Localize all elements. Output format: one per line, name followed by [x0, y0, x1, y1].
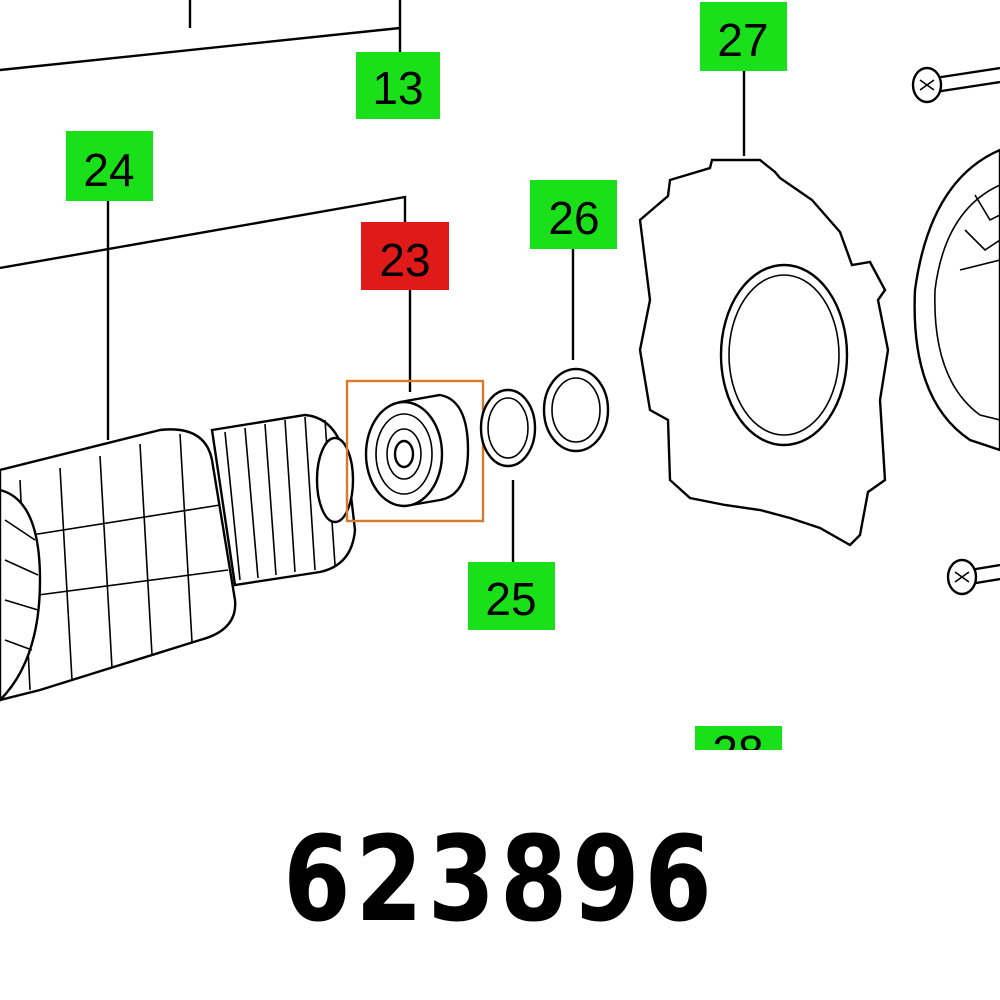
- motor-housing: [913, 148, 1000, 452]
- washer-26: [542, 367, 610, 453]
- callout-24-box: [66, 131, 153, 201]
- callout-28-box: [695, 726, 782, 750]
- armature-rotor: [0, 413, 357, 702]
- callout-26-box: [530, 180, 617, 249]
- baffle-plate-27: [638, 158, 890, 547]
- callout-13[interactable]: 13: [356, 52, 440, 119]
- screw-top: [911, 66, 1000, 104]
- callout-25[interactable]: 25: [468, 480, 555, 630]
- callout-25-label: 25: [485, 573, 536, 625]
- callout-25-box: [468, 562, 555, 630]
- callout-24-label: 24: [83, 144, 134, 196]
- callout-28-label: 28: [712, 726, 763, 778]
- callout-13-label: 13: [372, 62, 423, 114]
- callout-23[interactable]: 23: [361, 222, 449, 392]
- callout-27-box: [700, 2, 787, 71]
- screw-bottom: [946, 558, 1000, 596]
- part-number: 623896: [283, 810, 717, 948]
- callout-27-label: 27: [717, 14, 768, 66]
- washer-25: [479, 388, 537, 468]
- callout-13-box: [356, 52, 440, 119]
- callout-24[interactable]: 24: [66, 131, 153, 440]
- ball-bearing: [364, 393, 470, 508]
- callout-23-box: [361, 222, 449, 290]
- leader-lines-23: [0, 195, 407, 270]
- callout-23-label: 23: [379, 234, 430, 286]
- callout-27[interactable]: 27: [700, 2, 787, 156]
- callout-26-label: 26: [548, 192, 599, 244]
- callout-26[interactable]: 26: [530, 180, 617, 360]
- callout-28[interactable]: 28: [695, 726, 782, 778]
- selection-highlight-frame: [345, 379, 485, 523]
- leader-lines-top: [0, 0, 402, 72]
